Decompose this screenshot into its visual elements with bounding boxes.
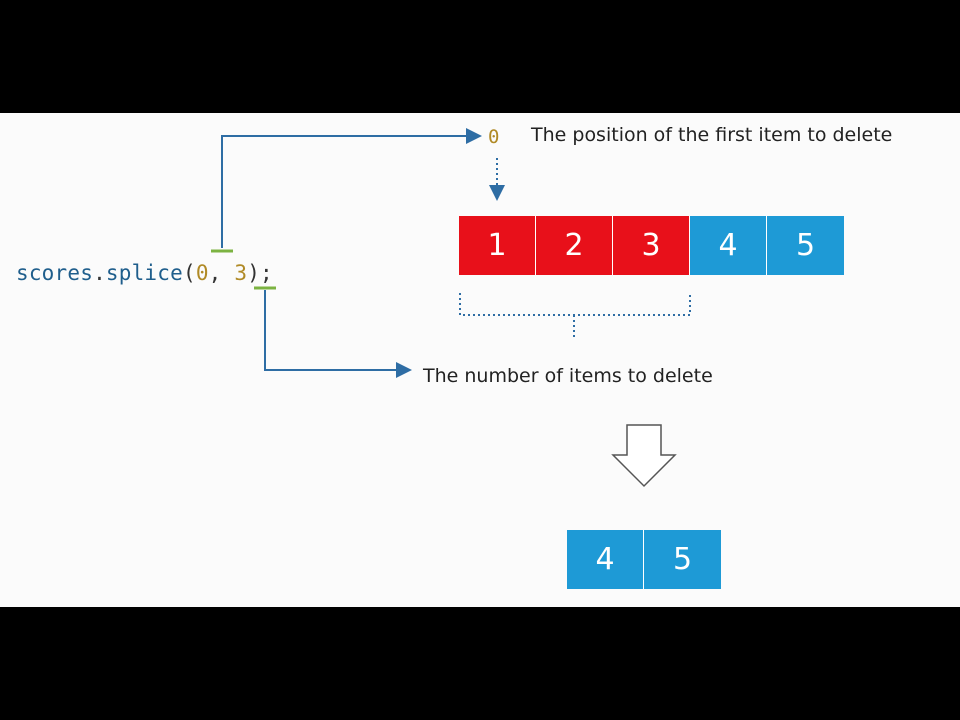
connector-lines	[211, 128, 691, 488]
result-arrow	[611, 424, 677, 488]
array-before: 1 2 3 4 5	[459, 216, 844, 275]
splice-code: scores.splice(0, 3);	[16, 261, 273, 285]
code-method: splice	[105, 261, 183, 285]
code-comma: ,	[208, 261, 235, 285]
deleted-range-bracket	[459, 293, 691, 339]
code-start-arg: 0	[195, 261, 209, 285]
start-value-label: 0	[488, 126, 500, 148]
count-arg-connector	[264, 290, 412, 378]
start-arg-connector	[221, 128, 482, 248]
start-caption: The position of the first item to delete	[531, 124, 893, 146]
array-after-item: 4	[567, 530, 644, 589]
array-before-item: 2	[536, 216, 613, 275]
array-before-item: 1	[459, 216, 536, 275]
array-after: 4 5	[567, 530, 721, 589]
array-before-item: 4	[690, 216, 767, 275]
array-after-item: 5	[644, 530, 721, 589]
code-close: );	[247, 261, 273, 285]
array-before-item: 3	[613, 216, 690, 275]
code-open-paren: (	[182, 261, 196, 285]
diagram-canvas: scores.splice(0, 3); 0 The position of t…	[0, 113, 960, 607]
count-caption: The number of items to delete	[423, 365, 713, 387]
code-object: scores	[16, 261, 94, 285]
code-count-arg: 3	[234, 261, 248, 285]
array-before-item: 5	[767, 216, 844, 275]
code-dot: .	[93, 261, 106, 285]
